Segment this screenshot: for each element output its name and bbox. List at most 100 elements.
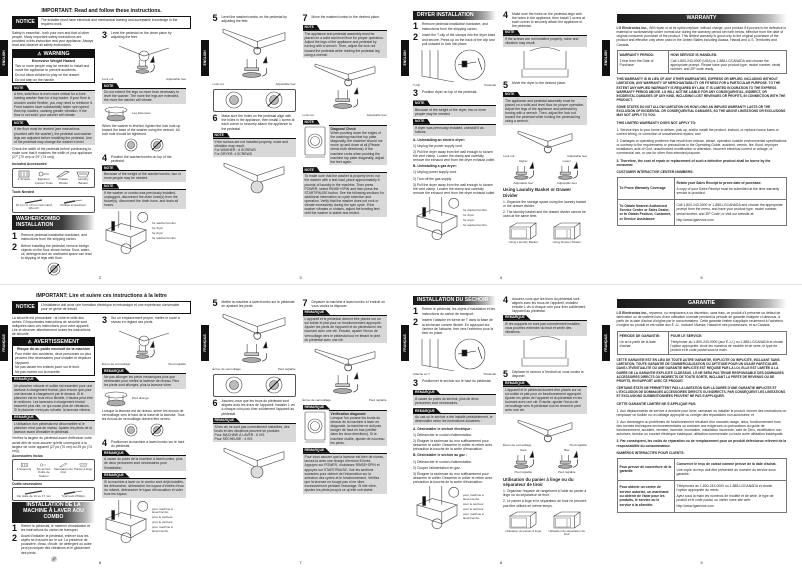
- accessory-item: 4 Supports: [14, 462, 34, 479]
- lower-foot-figure: [557, 161, 578, 180]
- customer-center-line: http://www.lgservice.com: [676, 217, 714, 222]
- customer-center-label: To Prove Warranty Coverage: [618, 178, 675, 199]
- leg-extension-label: Pied allongé: [132, 395, 149, 400]
- step-text: Assurez-vous que les trous du piédestal …: [512, 296, 586, 313]
- accessories-title: Accessoires inclus: [12, 453, 43, 458]
- lock-nut-label: Écrou de verrouillage: [503, 442, 532, 447]
- adjustable-feet-label: Adjustable feet: [513, 180, 534, 185]
- customer-center-info: Conserver le reçu de caisse comme preuve…: [675, 459, 786, 480]
- note-text: Un plancher robuste et solide est essent…: [14, 383, 93, 413]
- step-number: 2: [413, 316, 419, 327]
- leveling-foot-figure: [242, 56, 268, 78]
- step-text: Retirer le piédestal, le matériel d'inst…: [21, 524, 91, 533]
- service-text: Call 1-800-243-0000 (USA) or 1-888-LGCAN…: [670, 58, 781, 72]
- screws-icon: [18, 170, 30, 178]
- section-heading-bar: WASHER/COMBO INSTALLATION: [12, 215, 95, 231]
- lock-nut-instruction: When the washer is leveled, tighten the …: [102, 123, 181, 137]
- warning-line: Do not step on the handle.: [15, 77, 55, 82]
- customer-center-line: http://www.lgservice.com: [676, 504, 714, 509]
- uninstall-step: 1) Débrancher le cordon d'alimentation.: [413, 432, 473, 437]
- drawer-divider-figure: [552, 511, 581, 529]
- callout-label: pour le sécheur: [152, 515, 173, 520]
- lock-nut-label: Écrou de verrouillage: [302, 398, 331, 403]
- note-text: Ne pas allonger les pieds mécaniques plu…: [104, 375, 180, 388]
- dryer-corner-figure: [517, 419, 573, 443]
- uninstall-step: 3) Éloigner la sécheuse du mur suffisamm…: [413, 471, 493, 485]
- uninstall-gas-title: B. Désinstaller le séchoir au gaz :: [413, 453, 467, 458]
- note-body: Au cas où le séchoir a été installé préa…: [413, 413, 496, 425]
- section-heading-bar: DRYER INSTALLATION: [413, 11, 496, 20]
- step-number: 5: [212, 298, 218, 308]
- note-label: REMARQUE: [102, 368, 130, 373]
- lower-label: Bas: [564, 448, 570, 453]
- uninstall-step: 1) Unplug power supply cord.: [413, 170, 458, 175]
- callout-label: for dryer: [152, 226, 164, 231]
- step-text: Mettre la machine à laver/combo sur le p…: [221, 299, 295, 308]
- dryer-front-figure: [521, 46, 569, 77]
- step-text: Assurez-vous que les trous du piédestal …: [221, 399, 295, 416]
- note-label: NOTE: [503, 30, 521, 35]
- language-tab: ENGLISH: [200, 40, 209, 76]
- note-label: REMARQUE: [12, 376, 40, 382]
- laundry-basket-icon: [76, 171, 90, 178]
- step-text: Make sure the holes on the pedestal alig…: [512, 11, 585, 28]
- adjustable-feet-label: Pied réglable: [557, 469, 576, 474]
- note-label: REMARQUE: [413, 389, 441, 395]
- section-heading-bar: INSTALLATION DE LA MACHINE À LAVER AOU C…: [12, 501, 95, 523]
- not-apply-item: 2. Aux dommages ou problèmes de fonction…: [616, 419, 784, 437]
- accessory-item: 4 Screws: [14, 170, 34, 185]
- step-text: Insérer l'attache en forme de T dans la …: [422, 318, 494, 335]
- incorrect-lock-nut-figure: [265, 376, 283, 394]
- section-heading-bar: GARANTIE: [616, 299, 787, 308]
- warranty-period-table: WARRANTY PERIOD:1Year from the Date of P…: [616, 49, 787, 75]
- incorrect-lock-nut-figure: [150, 423, 164, 437]
- adjustable-feet-label: Pied réglable: [514, 469, 532, 474]
- floor-debris-figure: [47, 262, 60, 276]
- step-text: Make sure the holes on the pedestal alig…: [221, 114, 295, 131]
- step-text: Déplacer la machine à laver/combo à l'en…: [311, 299, 385, 308]
- notice-text: L'installateur doit avoir une formation …: [40, 303, 180, 312]
- callout-label: pour le sécheur: [463, 506, 484, 511]
- washer-diagonal-figure: [304, 126, 325, 157]
- note-body: Because of the weight of the washer/comb…: [102, 170, 186, 182]
- customer-center-info: Téléphonez au 1-800-243-0000 ou 1-888-LG…: [675, 481, 786, 512]
- pedestal-assembly-figure: [416, 486, 460, 530]
- not-apply-item: 1. Service trips to your home to deliver…: [616, 127, 779, 136]
- warning-line: Do not allow children to play on the dra…: [15, 72, 80, 77]
- note-body: Si les supports ne sont pas correctement…: [503, 319, 587, 336]
- warranty-period-cell: PÉRIODE DE GARANTIE:Un an à partir de la…: [618, 331, 669, 355]
- step-text: Remove pedestal installation hardware, a…: [422, 22, 488, 31]
- step-text: Before installing the pedestal, remove f…: [21, 243, 92, 261]
- note-text: À cause du poids de la machine à laver/c…: [104, 457, 183, 470]
- step-number: 2: [413, 31, 419, 42]
- note-label: NOTE: [413, 100, 431, 106]
- step-number: 3: [413, 88, 419, 99]
- note-label: NOTE: [302, 25, 320, 30]
- correct-lock-nut-figure: [124, 423, 138, 437]
- step-text: Avant d'installer le piédestal, enlever …: [21, 534, 92, 555]
- note-body: Do not extend the legs no more than nece…: [102, 87, 186, 104]
- page-number: 8: [499, 560, 503, 565]
- tools-title: Tools Needed: [12, 189, 34, 194]
